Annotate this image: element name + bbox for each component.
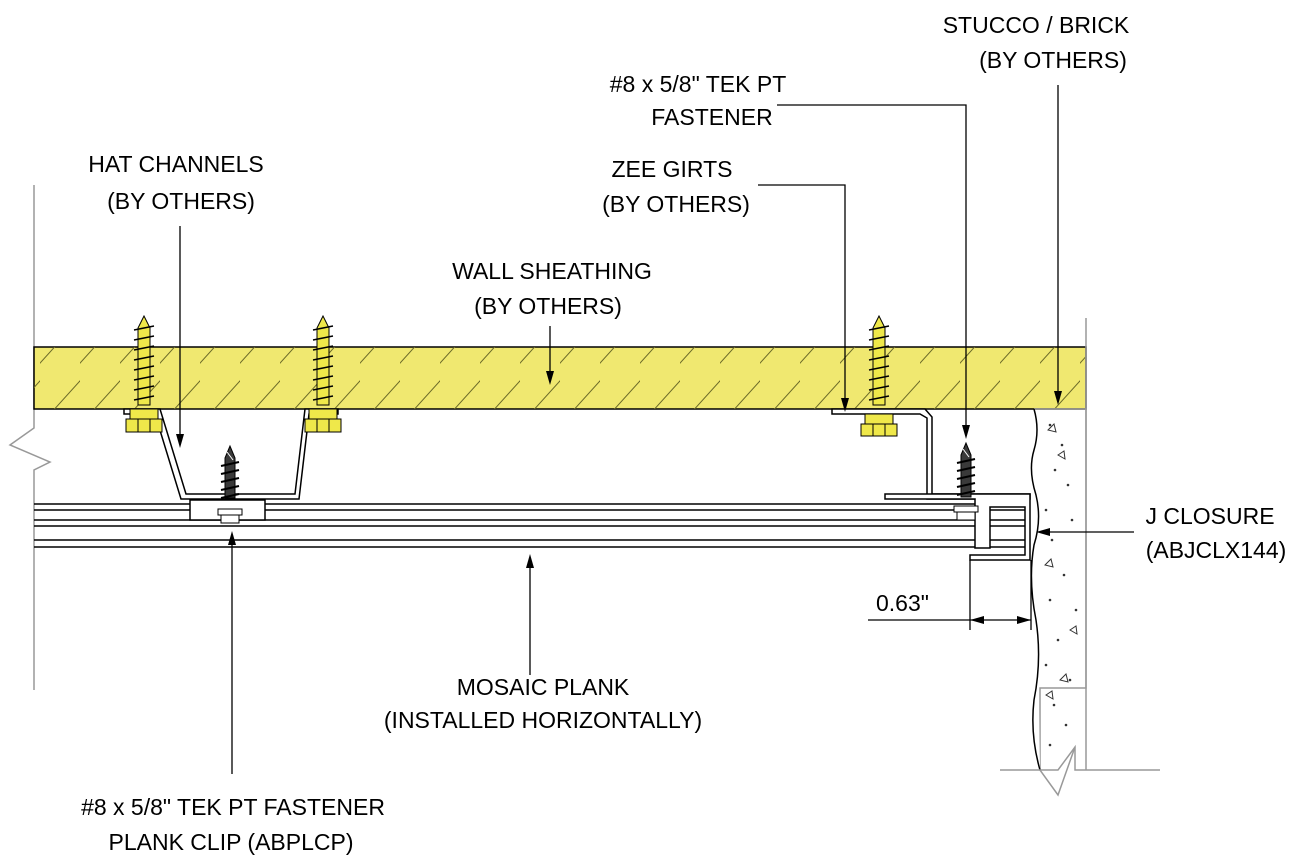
tek-fastener-top-leader [777,104,970,439]
tek-screw-1-icon [217,444,243,524]
j-closure [884,493,1031,561]
dimension-063 [868,560,1032,630]
left-wall-edge [8,185,52,690]
wall-sheathing [33,346,1087,410]
label-j-closure-line1: J CLOSURE [1145,503,1274,529]
wood-screw-3-icon [860,314,898,437]
label-wall-sheathing-line1: WALL SHEATHING [452,258,652,284]
stucco-brick [1000,408,1160,797]
label-zee-girts-line2: (BY OTHERS) [602,191,750,217]
stucco-aggregate-dots [1044,423,1078,747]
label-dimension: 0.63" [876,590,929,616]
zee-girts-leader [758,184,849,412]
label-mosaic-plank-line2: (INSTALLED HORIZONTALLY) [384,707,702,733]
label-wall-sheathing-line2: (BY OTHERS) [474,293,622,319]
label-zee-girts: ZEE GIRTS (BY OTHERS) [602,156,750,217]
mosaic-plank [34,503,1026,548]
label-j-closure-line2: (ABJCLX144) [1146,537,1287,563]
j-closure-leader [1036,528,1134,536]
label-hat-channels-line1: HAT CHANNELS [88,151,264,177]
tek-fastener-bottom-leader [228,531,236,774]
label-stucco-brick: STUCCO / BRICK (BY OTHERS) [943,12,1130,73]
label-stucco-brick-line1: STUCCO / BRICK [943,12,1130,38]
mosaic-plank-leader [526,554,534,675]
wood-screw-1-icon [125,314,163,433]
label-tek-fastener-top-line1: #8 x 5/8" TEK PT [610,71,787,97]
wood-screw-2-icon [304,314,342,433]
label-hat-channels-line2: (BY OTHERS) [107,188,255,214]
label-tek-fastener-bottom-line2: PLANK CLIP (ABPLCP) [108,829,353,855]
label-tek-fastener-bottom-line1: #8 x 5/8" TEK PT FASTENER [81,794,385,820]
label-j-closure: J CLOSURE (ABJCLX144) [1145,503,1286,563]
stucco-brick-leader [1054,85,1062,405]
label-tek-fastener-top-line2: FASTENER [651,104,772,130]
zee-girt [831,408,1031,500]
label-tek-fastener-bottom: #8 x 5/8" TEK PT FASTENER PLANK CLIP (AB… [81,794,385,855]
label-wall-sheathing: WALL SHEATHING (BY OTHERS) [452,258,652,319]
label-mosaic-plank-line1: MOSAIC PLANK [457,674,630,700]
hat-channels-leader [176,226,184,448]
tek-screw-2-icon [953,441,979,521]
label-hat-channels: HAT CHANNELS (BY OTHERS) [88,151,264,214]
label-mosaic-plank: MOSAIC PLANK (INSTALLED HORIZONTALLY) [384,674,702,733]
label-stucco-brick-line2: (BY OTHERS) [979,47,1127,73]
wall-sheathing-leader [546,326,554,385]
label-tek-fastener-top: #8 x 5/8" TEK PT FASTENER [610,71,787,130]
label-zee-girts-line1: ZEE GIRTS [612,156,733,182]
